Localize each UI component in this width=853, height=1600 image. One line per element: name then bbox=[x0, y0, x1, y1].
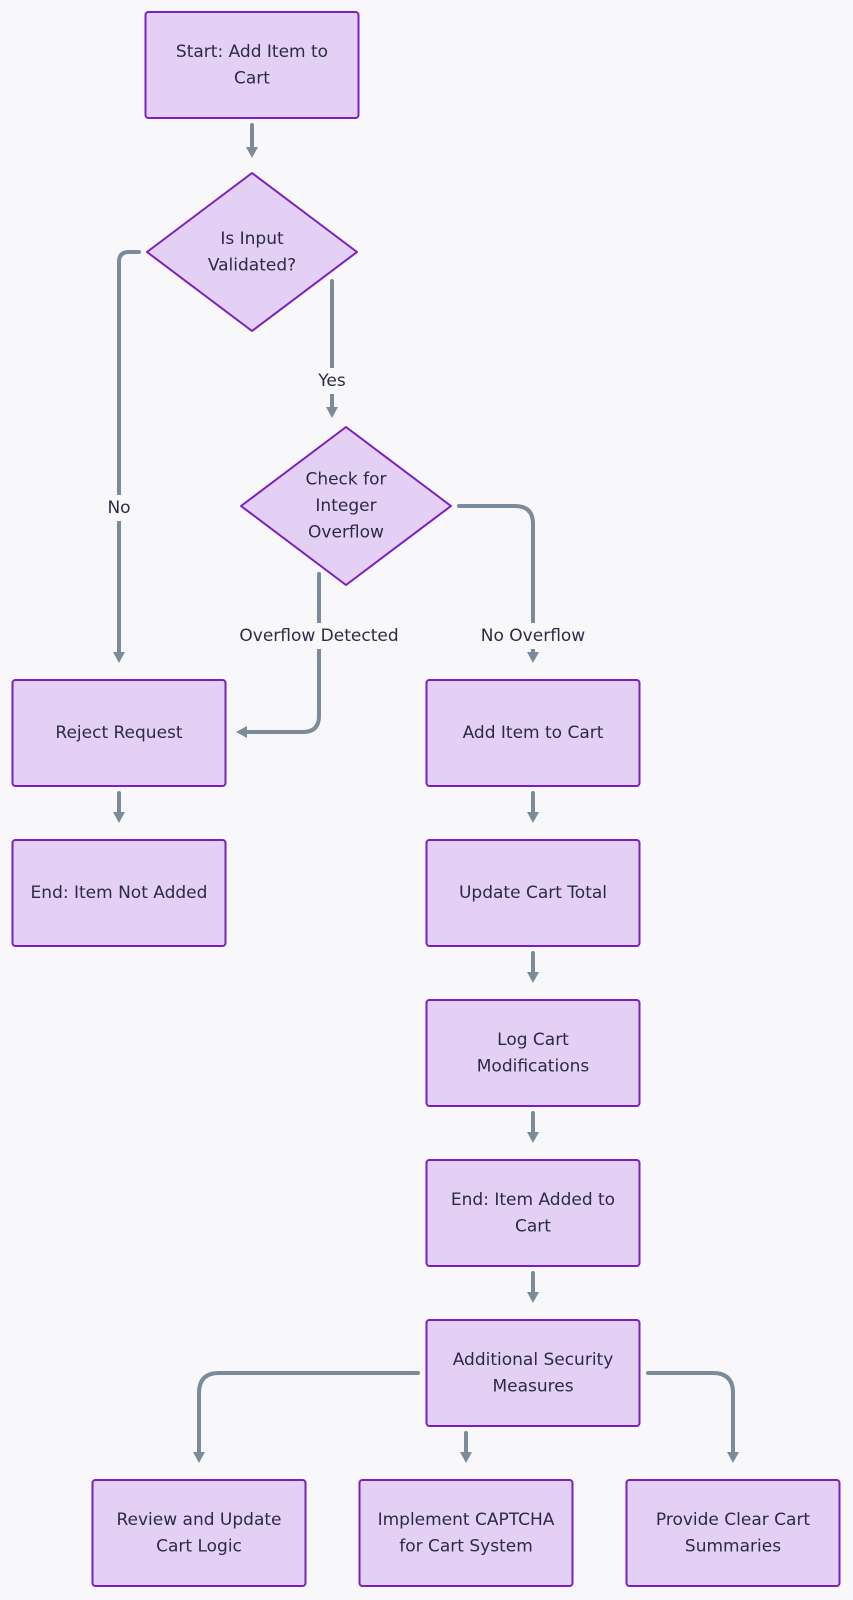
arrowhead-icon bbox=[193, 1452, 205, 1463]
edge-label-text: Overflow Detected bbox=[239, 626, 398, 646]
edge-label-text: No Overflow bbox=[481, 626, 586, 646]
node-label-line: End: Item Added to bbox=[451, 1190, 615, 1210]
edge-label-overflow-reject: Overflow Detected bbox=[235, 623, 403, 649]
node-label-line: Add Item to Cart bbox=[463, 723, 604, 743]
node-label-line: Implement CAPTCHA bbox=[378, 1510, 555, 1530]
node-captcha: Implement CAPTCHA for Cart System bbox=[358, 1479, 574, 1587]
node-label-line: Integer bbox=[315, 496, 376, 516]
decision-diamond bbox=[240, 426, 452, 586]
arrowhead-icon bbox=[527, 1292, 539, 1303]
node-start: Start: Add Item to Cart bbox=[144, 11, 360, 119]
edge-line bbox=[457, 504, 535, 654]
process-box bbox=[425, 839, 641, 947]
edge-line bbox=[245, 572, 321, 734]
edge-validated-overflow bbox=[326, 279, 338, 418]
node-label-line: Update Cart Total bbox=[459, 883, 607, 903]
node-end-not-added: End: Item Not Added bbox=[11, 839, 227, 947]
process-box bbox=[144, 11, 360, 119]
edge-start-validated bbox=[246, 123, 258, 158]
edge-label-validated-overflow: Yes bbox=[313, 368, 350, 394]
edge-overflow-reject bbox=[236, 572, 321, 738]
edge-label-background bbox=[235, 623, 403, 649]
edges-layer bbox=[113, 123, 739, 1463]
process-box bbox=[358, 1479, 574, 1587]
edge-security-review bbox=[193, 1371, 420, 1463]
edge-label-background bbox=[103, 495, 135, 521]
arrowhead-icon bbox=[527, 812, 539, 823]
node-label-line: Reject Request bbox=[55, 723, 182, 743]
node-label-line: Log Cart bbox=[497, 1030, 569, 1050]
process-box bbox=[425, 999, 641, 1107]
arrowhead-icon bbox=[246, 147, 258, 158]
edge-end-security bbox=[527, 1271, 539, 1303]
edge-line bbox=[197, 1371, 420, 1454]
edge-label-text: No bbox=[107, 498, 130, 518]
edge-label-background bbox=[313, 368, 350, 394]
edge-label-text: Yes bbox=[317, 371, 346, 391]
process-box bbox=[425, 679, 641, 787]
node-label-line: for Cart System bbox=[399, 1536, 533, 1556]
nodes-layer: Start: Add Item to Cart Is InputValidated?… bbox=[11, 11, 841, 1587]
node-label-line: Additional Security bbox=[453, 1350, 614, 1370]
edge-add-update bbox=[527, 791, 539, 823]
decision-diamond bbox=[146, 172, 358, 332]
node-label-line: Summaries bbox=[685, 1536, 781, 1556]
edge-log-end bbox=[527, 1111, 539, 1143]
node-label-line: Is Input bbox=[220, 229, 284, 249]
node-label-line: Cart bbox=[515, 1216, 551, 1236]
edge-label-validated-reject: No bbox=[103, 495, 135, 521]
node-label-line: Validated? bbox=[208, 255, 296, 275]
edge-validated-reject bbox=[113, 250, 141, 663]
process-box bbox=[11, 679, 227, 787]
node-label-line: Overflow bbox=[308, 523, 384, 543]
arrowhead-icon bbox=[113, 652, 125, 663]
node-add-item: Add Item to Cart bbox=[425, 679, 641, 787]
node-label-line: Check for bbox=[305, 470, 386, 490]
edge-line bbox=[646, 1371, 735, 1454]
node-label-line: Cart Logic bbox=[156, 1536, 242, 1556]
process-box bbox=[91, 1479, 307, 1587]
node-label-line: Cart bbox=[234, 68, 270, 88]
node-reject: Reject Request bbox=[11, 679, 227, 787]
node-update-total: Update Cart Total bbox=[425, 839, 641, 947]
edge-security-summaries bbox=[646, 1371, 739, 1463]
edge-security-captcha bbox=[460, 1431, 472, 1463]
edge-overflow-add bbox=[457, 504, 539, 663]
arrowhead-icon bbox=[527, 972, 539, 983]
edge-update-log bbox=[527, 951, 539, 983]
node-label-line: End: Item Not Added bbox=[31, 883, 208, 903]
arrowhead-icon bbox=[727, 1452, 739, 1463]
node-label-line: Start: Add Item to bbox=[176, 42, 328, 62]
edge-reject-end bbox=[113, 791, 125, 823]
process-box bbox=[625, 1479, 841, 1587]
process-box bbox=[425, 1319, 641, 1427]
edge-label-background bbox=[476, 623, 590, 649]
node-label-line: Modifications bbox=[477, 1056, 590, 1076]
process-box bbox=[11, 839, 227, 947]
arrowhead-icon bbox=[460, 1452, 472, 1463]
process-box bbox=[425, 1159, 641, 1267]
edge-line bbox=[117, 250, 141, 654]
node-label-line: Provide Clear Cart bbox=[656, 1510, 811, 1530]
arrowhead-icon bbox=[527, 1132, 539, 1143]
arrowhead-icon bbox=[326, 407, 338, 418]
edge-label-overflow-add: No Overflow bbox=[476, 623, 590, 649]
node-end-added: End: Item Added to Cart bbox=[425, 1159, 641, 1267]
arrowhead-icon bbox=[236, 726, 247, 738]
node-label-line: Measures bbox=[492, 1376, 573, 1396]
arrowhead-icon bbox=[527, 652, 539, 663]
node-label-line: Review and Update bbox=[116, 1510, 281, 1530]
arrowhead-icon bbox=[113, 812, 125, 823]
